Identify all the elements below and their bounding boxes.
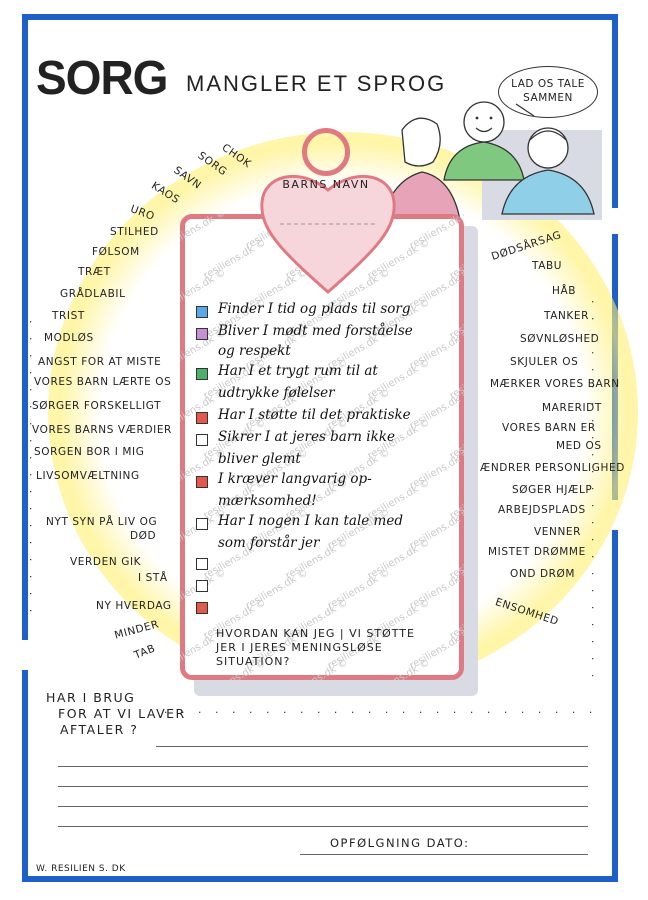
checkbox-6[interactable] (196, 476, 208, 488)
frame-gap (18, 640, 28, 670)
checkbox-1[interactable] (196, 306, 208, 318)
clipboard (180, 214, 464, 680)
checkbox-9[interactable] (196, 580, 208, 592)
check-text-5b: bliver glemt (218, 451, 301, 467)
word-modloes: MODLØS (44, 332, 94, 344)
word-soevnloeshed: SØVNLØSHED (520, 333, 600, 345)
people-illustration (381, 101, 602, 220)
word-stilhed: STILHED (110, 226, 159, 238)
word-arbejdsplads: ARBEJDSPLADS (498, 504, 586, 516)
bottom-question-line-1: HAR I BRUG (46, 690, 136, 705)
word-venner: VENNER (534, 526, 582, 538)
title-subtitle: MANGLER ET SPROG (186, 71, 447, 96)
check-text-4: Har I støtte til det praktiske (218, 407, 411, 423)
word-ny-hverdag: NY HVERDAG (96, 600, 172, 612)
watermark-text: resiliens.dk © (448, 657, 464, 680)
support-question: HVORDAN KAN JEG | VI STØTTE JER I JERES … (216, 627, 415, 669)
dotted-arc-right: · · · · · · · · · · · · · · · · · · · · … (586, 300, 599, 683)
watermark-text: resiliens.dk © (180, 214, 228, 252)
check-text-2b: og respekt (218, 343, 291, 359)
title-sorg: SORG (36, 49, 168, 105)
write-line[interactable] (58, 786, 588, 787)
followup-label: OPFØLGNING DATO: (330, 836, 470, 850)
word-mistet-droemme: MISTET DRØMME (488, 546, 586, 558)
write-line[interactable] (58, 826, 588, 827)
checkbox-2[interactable] (196, 328, 208, 340)
check-text-7a: Har I nogen I kan tale med (218, 513, 403, 529)
word-soeger-hjaelp: SØGER HJÆLP (512, 484, 593, 496)
bottom-question-line-2: FOR AT VI LAVER (58, 706, 186, 721)
word-i-staa: I STÅ (138, 572, 168, 584)
word-ond-droem: OND DRØM (510, 568, 576, 580)
heart-icon (260, 174, 396, 294)
word-vaerdier: VORES BARNS VÆRDIER (32, 424, 172, 436)
speech-bubble: LAD OS TALE SAMMEN (498, 66, 598, 118)
checkbox-3[interactable] (196, 368, 208, 380)
word-aendrer: ÆNDRER PERSONLIGHED (480, 462, 625, 474)
bottom-question-line-3: AFTALER ? (60, 722, 139, 737)
check-text-1: Finder I tid og plads til sorg (218, 301, 411, 317)
clipboard-ring (302, 128, 350, 176)
write-line[interactable] (58, 766, 588, 767)
checkbox-4[interactable] (196, 412, 208, 424)
word-tabu: TABU (532, 260, 563, 272)
word-traet: TRÆT (78, 266, 111, 278)
check-text-3a: Har I et trygt rum til at (218, 363, 378, 379)
word-skjuler-os: SKJULER OS (510, 356, 579, 368)
word-maerker: MÆRKER VORES BARN (490, 378, 620, 390)
checkbox-7[interactable] (196, 518, 208, 530)
check-text-7b: som forstår jer (218, 535, 320, 551)
word-foelsom: FØLSOM (92, 246, 140, 258)
check-text-6b: mærksomhed! (218, 493, 317, 509)
support-question-line-3: SITUATION? (216, 655, 291, 668)
word-mareridt: MARERIDT (542, 402, 602, 414)
word-verden-gik: VERDEN GIK (70, 556, 142, 568)
frame-gap (612, 208, 622, 234)
check-text-3b: udtrykke følelser (218, 385, 335, 401)
word-soerger: SØRGER FORSKELLIGT (32, 400, 162, 412)
check-text-6a: I kræver langvarig op- (218, 471, 372, 487)
footer-url: W. RESILIEN S. DK (36, 864, 126, 874)
support-question-line-1: HVORDAN KAN JEG | VI STØTTE (216, 627, 415, 640)
word-tanker: TANKER (544, 310, 590, 322)
word-livsomvaeltning: LIVSOMVÆLTNING (36, 470, 140, 482)
write-line[interactable] (300, 854, 588, 855)
heart-label: BARNS NAVN (282, 178, 370, 191)
word-sorgen-bor: SORGEN BOR I MIG (34, 446, 145, 458)
bottom-question: HAR I BRUG FOR AT VI LAVER AFTALER ? (46, 690, 186, 738)
word-angst: ANGST FOR AT MISTE (38, 356, 162, 368)
check-text-2a: Bliver I mødt med forståelse (218, 323, 413, 339)
checkbox-8[interactable] (196, 558, 208, 570)
write-line[interactable] (58, 806, 588, 807)
check-text-5a: Sikrer I at jeres barn ikke (218, 429, 395, 445)
word-vores-barn-er: VORES BARN ER (502, 422, 596, 434)
dotted-arc-bottom: · · · · · · · · · · · · · · · · · · · · … (164, 706, 598, 719)
word-doed: DØD (130, 530, 157, 542)
checkbox-10[interactable] (196, 602, 208, 614)
write-line[interactable] (156, 746, 588, 747)
dotted-arc-left: · · · · · · · · · · · · · · · · · · (24, 320, 37, 618)
word-laerte: VORES BARN LÆRTE OS (34, 376, 172, 388)
word-nyt-syn: NYT SYN PÅ LIV OG (46, 516, 158, 528)
checkbox-5[interactable] (196, 434, 208, 446)
word-trist: TRIST (52, 310, 85, 322)
word-haab: HÅB (552, 285, 577, 297)
word-graadlabil: GRÅDLABIL (60, 288, 126, 300)
support-question-line-2: JER I JERES MENINGSLØSE (216, 641, 383, 654)
word-med-os: MED OS (556, 440, 602, 452)
